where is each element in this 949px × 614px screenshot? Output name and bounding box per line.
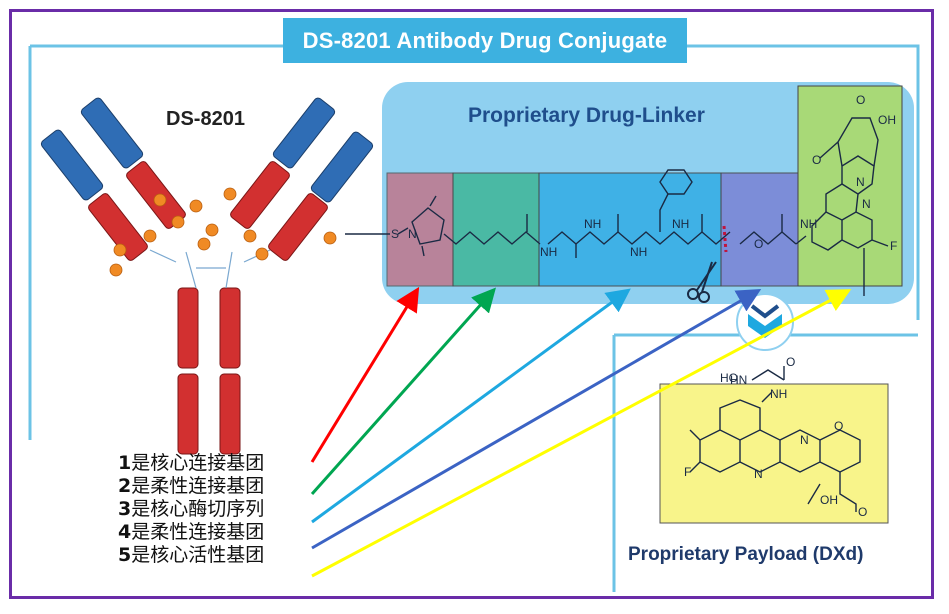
atom-s-label: S (391, 227, 399, 241)
legend-item-3: 3是核心酶切序列 (118, 498, 265, 520)
atom-o-label-6: O (834, 419, 843, 433)
arrow-5 (311, 289, 852, 578)
atom-nh-label-1: NH (540, 245, 557, 259)
payload-title: Proprietary Payload (DXd) (628, 544, 864, 565)
atom-n-label-1: N (408, 227, 417, 241)
legend-item-2: 2是柔性连接基团 (118, 475, 265, 497)
atom-n-label-4: N (754, 467, 763, 481)
legend-item-1: 1是核心连接基团 (118, 452, 265, 474)
atom-nh-label-5: NH (800, 217, 817, 231)
payload-structure-bottom (689, 366, 861, 512)
atom-nh-label-4: NH (672, 217, 689, 231)
arrow-1 (310, 286, 420, 463)
atom-n-label-5: N (800, 433, 809, 447)
arrow-2 (310, 287, 496, 495)
linker-title: Proprietary Drug-Linker (468, 104, 705, 127)
segment-4-box (720, 172, 799, 287)
atom-nh-label-3: NH (630, 245, 647, 259)
legend: 1是核心连接基团 2是柔性连接基团 3是核心酶切序列 4是柔性连接基团 5是核心… (118, 452, 264, 567)
arrow-4 (311, 289, 762, 550)
atom-oh-label-1: OH (878, 113, 896, 127)
atom-n-label-3: N (856, 175, 865, 189)
atom-oh-label-2: OH (820, 493, 838, 507)
atom-o-label-2: O (856, 93, 865, 107)
legend-item-5: 5是核心活性基团 (118, 544, 265, 566)
drug-dots (109, 187, 337, 277)
dxd-logo-icon (736, 293, 794, 351)
atom-nh-label-2: NH (584, 217, 601, 231)
atom-f-label-1: F (890, 239, 897, 253)
atom-ho-label: HO (720, 371, 738, 385)
legend-item-4: 4是柔性连接基团 (118, 521, 265, 543)
atom-o-label-3: O (812, 153, 821, 167)
atom-o-label-4: O (786, 355, 795, 369)
atom-f-label-2: F (684, 465, 691, 479)
antibody-label: DS-8201 (166, 108, 245, 130)
linker-structure (345, 169, 807, 258)
antibody-graphic (40, 97, 374, 455)
arrow-3 (311, 288, 631, 524)
atom-o-label-5: O (858, 505, 867, 519)
atom-hn-label: HN (730, 373, 747, 387)
scissors-icon (687, 261, 717, 303)
atom-nh-label-6: NH (770, 387, 787, 401)
segment-3-box (538, 172, 722, 287)
atom-n-label-2: N (862, 197, 871, 211)
payload-structure-top (811, 117, 889, 296)
diagram-title: DS-8201 Antibody Drug Conjugate (283, 18, 687, 63)
cleavage-site (722, 225, 728, 253)
segment-2-box (452, 172, 540, 287)
atom-o-label-1: O (754, 237, 763, 251)
segment-5-box (797, 85, 903, 287)
